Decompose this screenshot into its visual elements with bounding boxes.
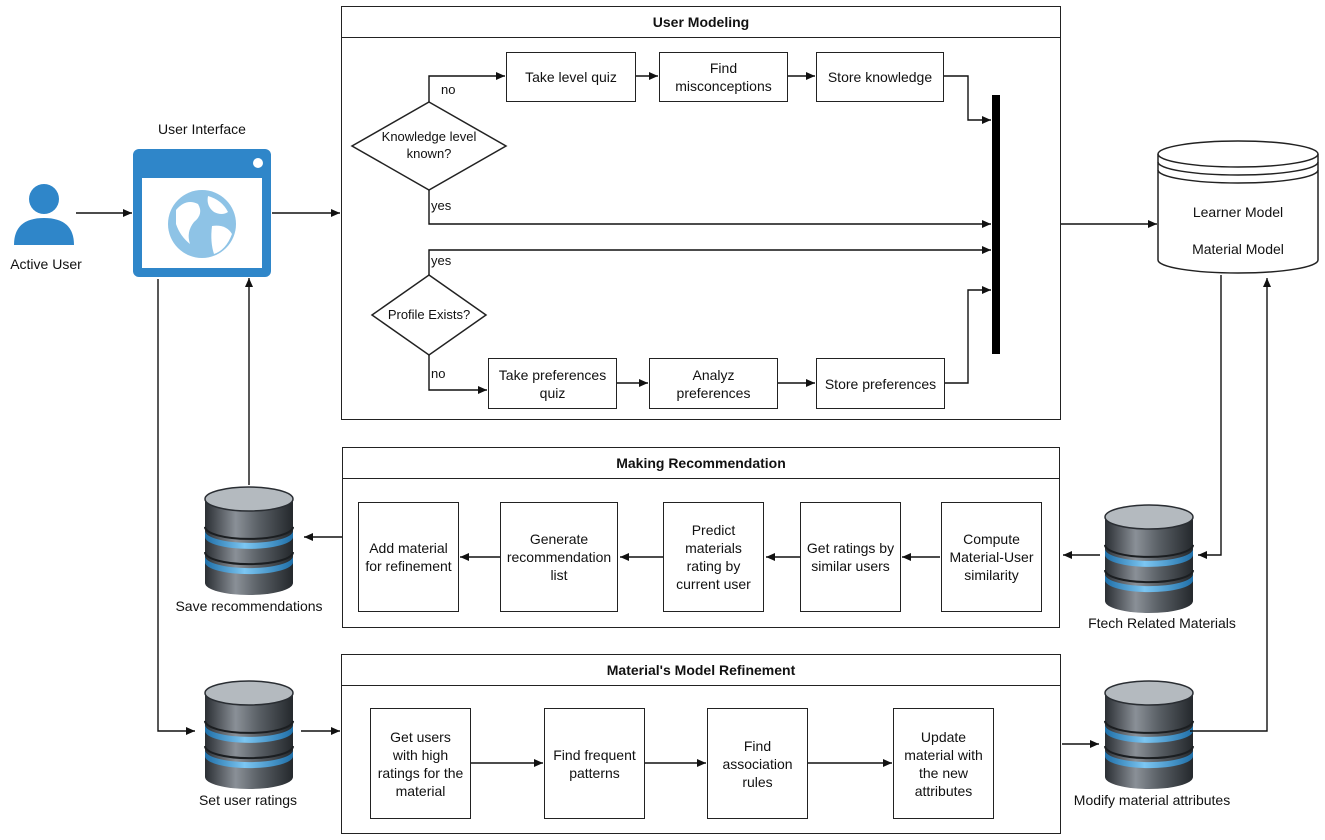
take-preferences-quiz-box: Take preferences quiz — [488, 358, 617, 409]
get-ratings-box: Get ratings by similar users — [800, 502, 901, 612]
store-knowledge-box: Store knowledge — [816, 52, 944, 102]
modify-attributes-label: Modify material attributes — [1073, 792, 1231, 808]
arrow-profile-yes-to-bar — [428, 246, 991, 275]
store-preferences-box: Store preferences — [816, 358, 945, 409]
user-modeling-title: User Modeling — [342, 7, 1060, 38]
get-users-box: Get users with high ratings for the mate… — [370, 708, 471, 819]
knowledge-decision-text: Knowledge level known? — [381, 129, 477, 161]
update-material-box: Update material with the new attributes — [893, 708, 994, 819]
save-recommendations-label: Save recommendations — [175, 598, 323, 614]
yes-label-profile: yes — [431, 253, 452, 268]
models-database-cylinder — [1157, 140, 1319, 274]
find-patterns-box: Find frequent patterns — [544, 708, 645, 819]
arrow-profile-no-to-pref-quiz — [428, 355, 487, 394]
modify-attributes-database-icon — [1104, 680, 1194, 789]
set-ratings-label: Set user ratings — [198, 792, 298, 808]
arrow-ui-to-set-ratings — [157, 279, 195, 735]
predict-ratings-box: Predict materials rating by current user — [663, 502, 764, 612]
user-icon — [14, 184, 74, 245]
arrow-no-to-level-quiz — [428, 72, 505, 102]
refinement-title: Material's Model Refinement — [342, 655, 1060, 686]
no-label-knowledge: no — [441, 82, 456, 97]
active-user-label: Active User — [10, 256, 82, 272]
fetch-materials-database-icon — [1104, 504, 1194, 613]
arrow-models-to-fetch — [1198, 275, 1222, 559]
take-level-quiz-box: Take level quiz — [506, 52, 636, 102]
arrow-store-pref-to-bar — [945, 286, 991, 384]
arrow-yes-to-bar — [428, 190, 991, 228]
compute-similarity-box: Compute Material-User similarity — [941, 502, 1042, 612]
find-rules-box: Find association rules — [707, 708, 808, 819]
user-interface-label: User Interface — [158, 121, 246, 137]
making-recommendation-panel: Making Recommendation — [342, 447, 1060, 628]
browser-window-icon — [133, 149, 271, 277]
save-recommendations-database-icon — [204, 486, 294, 595]
making-recommendation-title: Making Recommendation — [343, 448, 1059, 479]
fetch-materials-label: Ftech Related Materials — [1088, 615, 1236, 631]
profile-decision-text: Profile Exists? — [387, 307, 471, 322]
no-label-profile: no — [431, 366, 446, 381]
yes-label-knowledge: yes — [431, 198, 452, 213]
generate-list-box: Generate recommendation list — [500, 502, 618, 612]
set-ratings-database-icon — [204, 680, 294, 789]
find-misconceptions-box: Find misconceptions — [659, 52, 788, 102]
synchronization-bar — [992, 95, 1000, 354]
arrow-modify-to-models — [1190, 278, 1271, 732]
learner-model-label: Learner Model — [1192, 204, 1284, 220]
add-material-box: Add material for refinement — [358, 502, 459, 612]
user-modeling-panel: User Modeling — [341, 6, 1061, 420]
refinement-panel: Material's Model Refinement — [341, 654, 1061, 834]
analyz-preferences-box: Analyz preferences — [649, 358, 778, 409]
arrow-store-knowledge-to-bar — [944, 75, 991, 124]
material-model-label: Material Model — [1192, 241, 1284, 257]
